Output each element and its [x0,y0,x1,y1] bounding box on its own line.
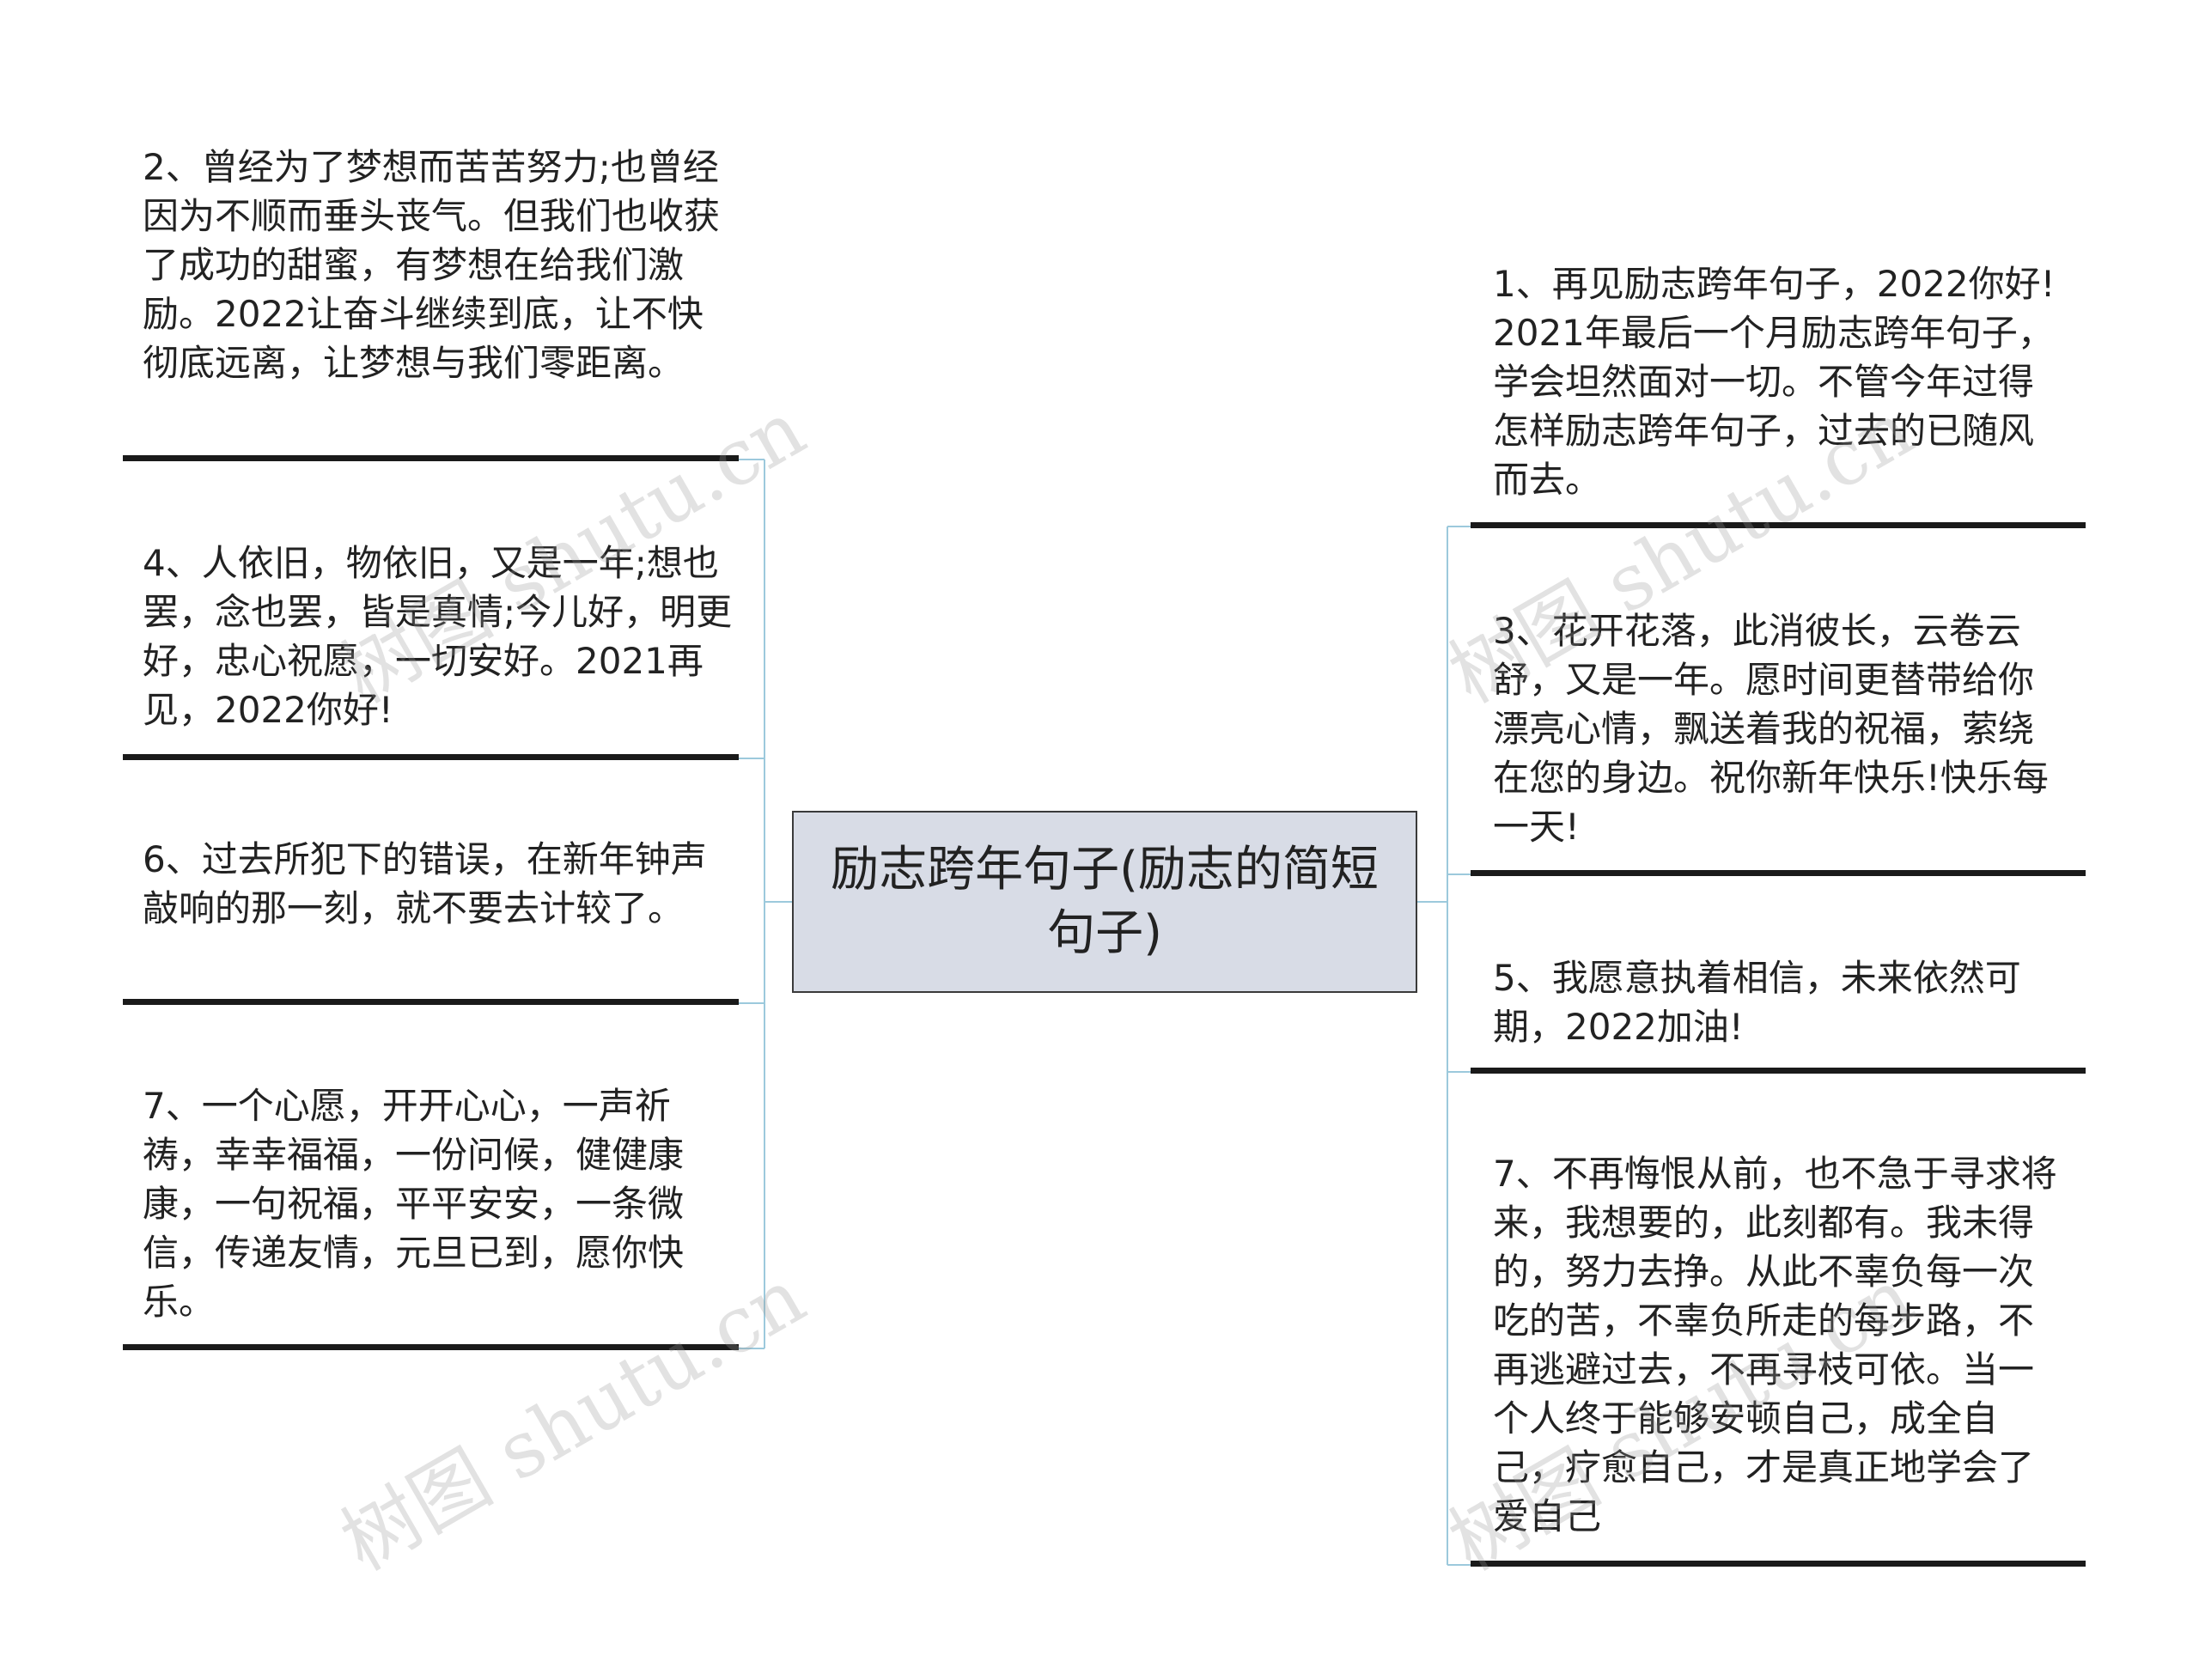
branch-right-3[interactable]: 5、我愿意执着相信，未来依然可期，2022加油! [1493,957,2021,1048]
central-topic-label: 励志跨年句子(励志的简短句子) [831,842,1379,961]
branch-right-3-underline [1471,1068,2086,1074]
central-topic[interactable]: 励志跨年句子(励志的简短句子) [792,811,1417,993]
branch-right-4-underline [1471,1561,2086,1567]
branch-left-2[interactable]: 4、人依旧，物依旧，又是一年;想也罢，念也罢，皆是真情;今儿好，明更好，忠心祝愿… [143,542,733,731]
branch-left-1-underline [123,455,739,461]
branch-left-2-underline [123,754,739,760]
branch-left-4-underline [123,1344,739,1350]
branch-left-4[interactable]: 7、一个心愿，开开心心，一声祈祷，幸幸福福，一份问候，健健康康，一句祝福，平平安… [143,1085,685,1323]
branch-right-1-underline [1471,522,2086,528]
connector-right-trunk [1417,527,1448,1565]
branch-left-1[interactable]: 2、曾经为了梦想而苦苦努力;也曾经因为不顺而垂头丧气。但我们也收获了成功的甜蜜，… [143,146,721,384]
branch-right-4[interactable]: 7、不再悔恨从前，也不急于寻求将来，我想要的，此刻都有。我未得的，努力去挣。从此… [1493,1153,2057,1537]
branch-right-1[interactable]: 1、再见励志跨年句子，2022你好!2021年最后一个月励志跨年句子，学会坦然面… [1493,263,2056,501]
branch-right-2-underline [1471,870,2086,876]
branch-left-3-underline [123,999,739,1005]
branch-left-3[interactable]: 6、过去所犯下的错误，在新年钟声敲响的那一刻，就不要去计较了。 [143,838,707,929]
connector-left-trunk [764,460,792,1348]
branch-right-2[interactable]: 3、花开花落，此消彼长，云卷云舒，又是一年。愿时间更替带给你漂亮心情，飘送着我的… [1493,610,2049,848]
